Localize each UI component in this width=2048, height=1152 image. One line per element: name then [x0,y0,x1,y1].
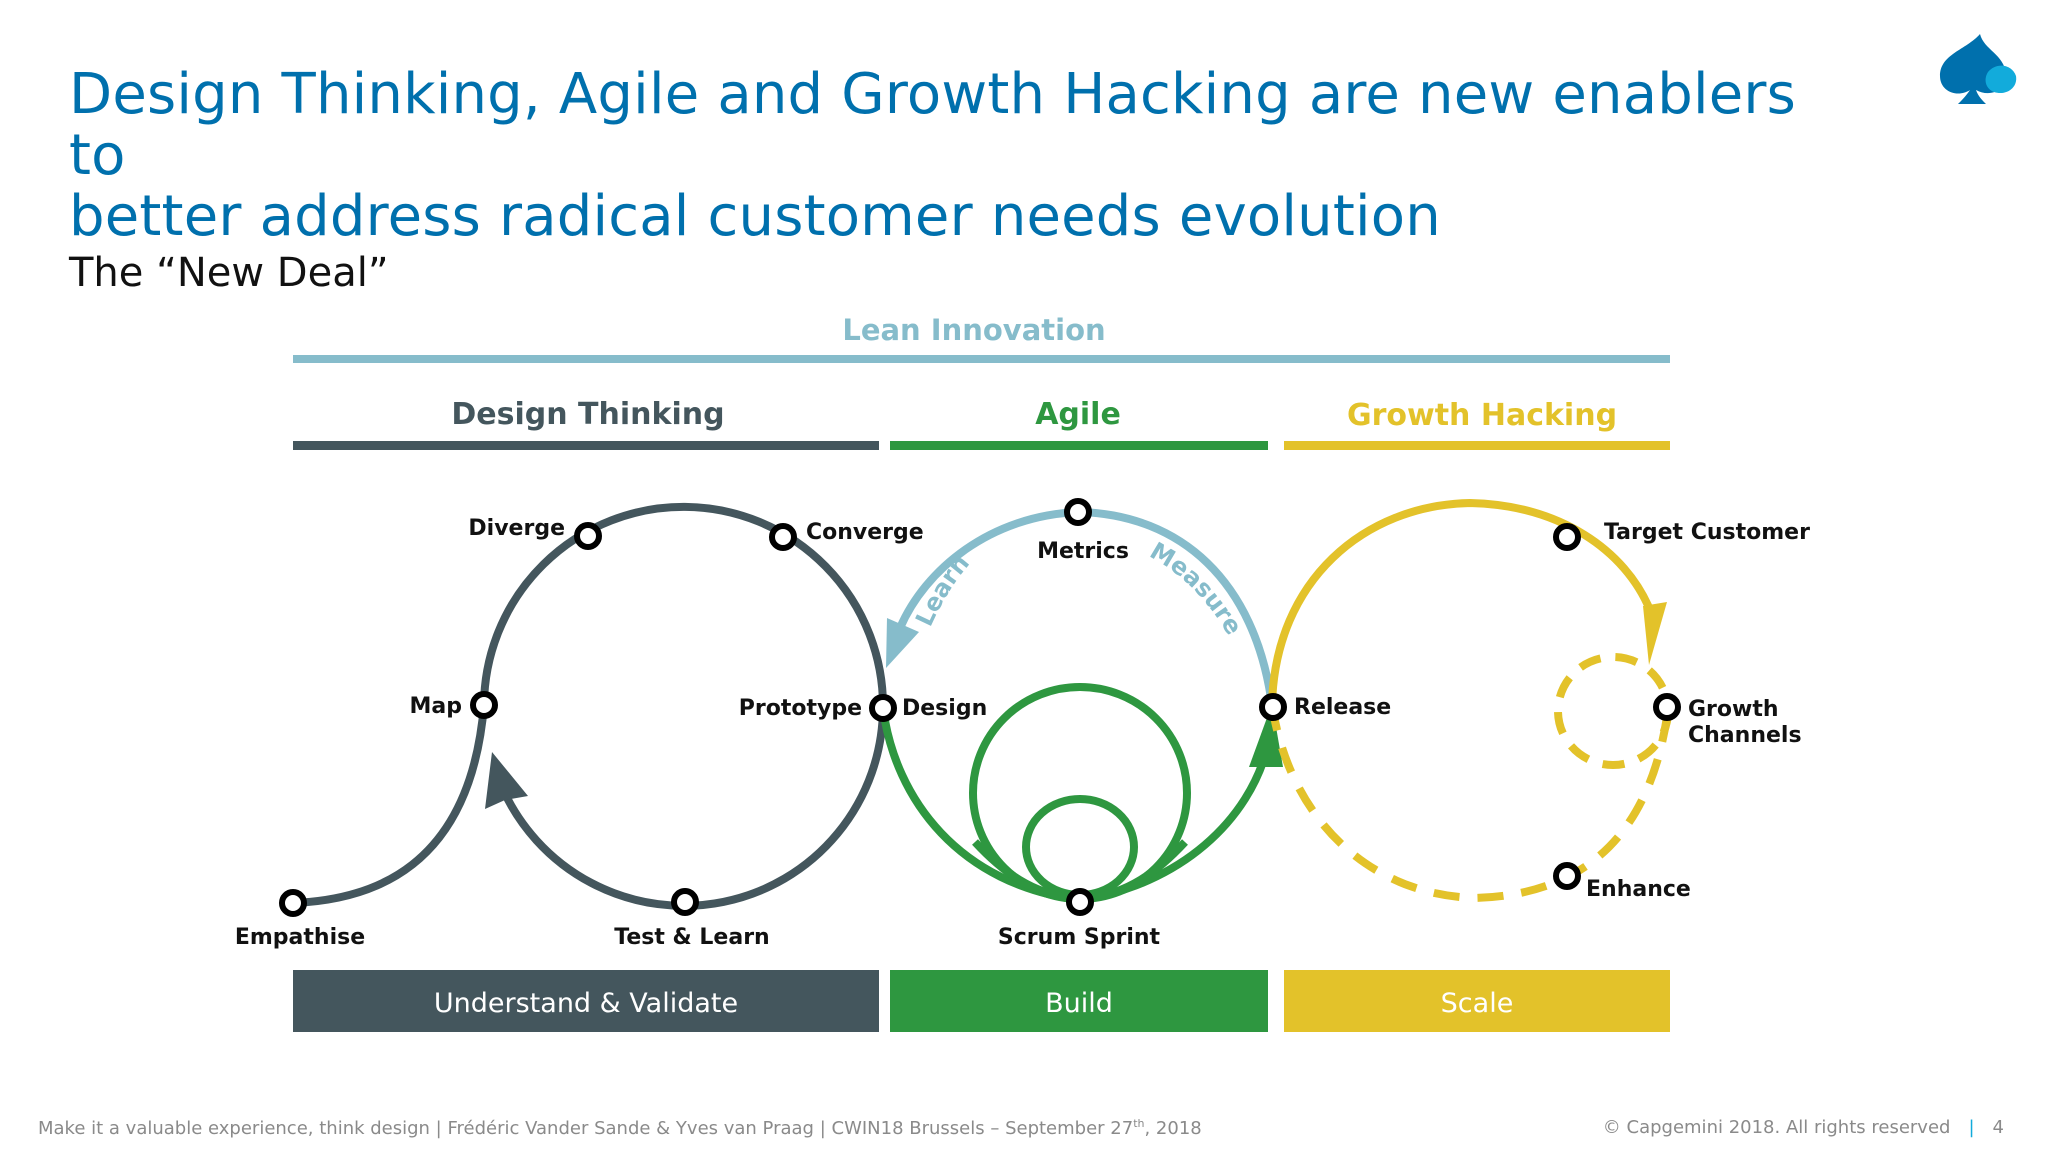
node-scrum-sprint [1066,888,1094,916]
copyright-text: © Capgemini 2018. All rights reserved [1602,1117,1951,1138]
test-learn-label: Test & Learn [614,925,769,950]
design-thinking-bar [293,441,879,450]
footer-credits-sup: th [1133,1117,1145,1130]
release-label: Release [1294,695,1391,720]
footer-separator: | [1968,1117,1975,1138]
node-growth-channels [1653,693,1681,721]
growth-hacking-bar [1284,441,1670,450]
enhance-label: Enhance [1586,877,1691,902]
lean-innovation-bar [293,355,1670,363]
design-thinking-label: Design Thinking [451,397,724,432]
diagram-nodes [279,498,1681,917]
slide-subtitle: The “New Deal” [69,250,389,296]
target-customer-label: Target Customer [1604,520,1810,545]
build-bar [890,970,1268,1032]
node-map [470,691,498,719]
scale-bar [1284,970,1670,1032]
prototype-label: Prototype [739,696,862,721]
build-label: Build [1045,988,1113,1019]
agile-label: Agile [1035,397,1121,432]
scrum-sprint-label: Scrum Sprint [998,925,1161,950]
lean-innovation-label: Lean Innovation [842,313,1105,347]
scale-label: Scale [1441,988,1514,1019]
node-release [1259,693,1287,721]
title-line-1: Design Thinking, Agile and Growth Hackin… [69,62,1796,188]
agile-bar [890,441,1268,450]
growth-channels-label-line1: Growth [1688,697,1779,722]
node-test-learn [671,888,699,916]
understand-validate-label: Understand & Validate [434,988,738,1019]
node-empathise [279,889,307,917]
footer-credits-main: Make it a valuable experience, think des… [38,1118,1134,1139]
agile-learn-arrow [886,618,919,668]
node-target-customer [1553,523,1581,551]
spade-logo-icon [1940,34,2017,104]
empathise-label: Empathise [235,925,365,950]
growth-hacking-arrow [1643,602,1667,665]
title-line-2: better address radical customer needs ev… [69,184,1441,249]
design-thinking-loop [292,503,888,910]
node-enhance [1553,862,1581,890]
converge-label: Converge [806,520,924,545]
footer-credits: Make it a valuable experience, think des… [38,1117,1202,1139]
understand-validate-bar [293,970,879,1032]
slide-title: Design Thinking, Agile and Growth Hackin… [69,64,1869,247]
node-metrics [1064,498,1092,526]
footer-copyright: © Capgemini 2018. All rights reserved | 4 [1603,1117,2004,1138]
node-converge [769,523,797,551]
design-thinking-arrow [485,752,528,809]
diverge-label: Diverge [468,516,565,541]
map-label: Map [410,694,463,719]
node-prototype-design [869,694,897,722]
growth-hacking-label: Growth Hacking [1347,398,1617,433]
design-label: Design [902,696,987,721]
node-diverge [574,522,602,550]
footer-credits-end: , 2018 [1144,1118,1202,1139]
metrics-label: Metrics [1037,539,1129,564]
growth-channels-label-line2: Channels [1688,723,1802,748]
page-number: 4 [1992,1117,2004,1138]
